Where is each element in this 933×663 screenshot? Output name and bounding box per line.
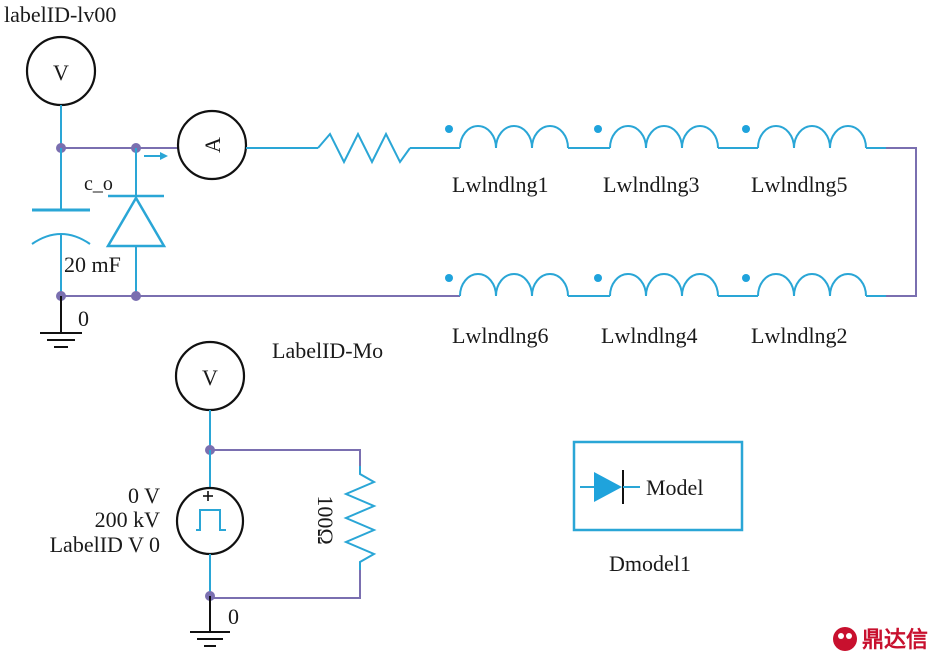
- winding-bottom-2[interactable]: [742, 273, 867, 297]
- wire-right-return: [886, 147, 917, 297]
- diode-label: c_o: [84, 173, 113, 195]
- source-label: LabelID V 0: [50, 532, 160, 557]
- wire-res-bottom: [210, 570, 361, 599]
- winding-label-5: Lwlndlng5: [751, 172, 848, 197]
- ground-icon-top: [40, 296, 82, 348]
- voltmeter-bottom-symbol: V: [202, 365, 218, 390]
- capacitor-value: 20 mF: [64, 252, 121, 277]
- source-value-2: 200 kV: [95, 507, 161, 532]
- winding-label-3: Lwlndlng3: [603, 172, 700, 197]
- current-arrow-icon: [144, 152, 168, 160]
- ground-icon-bottom: [190, 596, 230, 647]
- logo-icon: [833, 627, 857, 651]
- ammeter-symbol: A: [200, 137, 225, 153]
- diode-model-icon: [594, 472, 622, 502]
- watermark: 鼎达信: [833, 627, 928, 653]
- resistor-value: 100Ω: [313, 495, 338, 544]
- ground-label-bottom: 0: [228, 604, 239, 629]
- winding-top-1[interactable]: [445, 125, 569, 149]
- winding-label-2: Lwlndlng2: [751, 323, 848, 348]
- resistor-top[interactable]: [317, 131, 411, 165]
- source-value-1: 0 V: [128, 483, 160, 508]
- model-name: Dmodel1: [609, 551, 691, 576]
- voltmeter-bottom[interactable]: V: [174, 340, 246, 412]
- resistor-100[interactable]: [343, 466, 377, 570]
- winding-top-5[interactable]: [742, 125, 867, 149]
- ammeter[interactable]: A: [176, 109, 248, 181]
- voltmeter-top-symbol: V: [53, 60, 69, 85]
- probe-label-bottom: LabelID-Mo: [272, 338, 383, 363]
- wire-res-top: [210, 449, 361, 466]
- winding-bottom-4[interactable]: [594, 273, 719, 297]
- diode-model-block[interactable]: Model: [572, 440, 744, 532]
- winding-label-4: Lwlndlng4: [601, 323, 698, 348]
- model-text: Model: [646, 475, 703, 500]
- winding-top-3[interactable]: [594, 125, 719, 149]
- node-bl2: [131, 291, 141, 301]
- winding-label-6: Lwlndlng6: [452, 323, 549, 348]
- ground-label-top: 0: [78, 306, 89, 331]
- probe-label-top: labelID-lv00: [4, 2, 116, 27]
- winding-label-1: Lwlndlng1: [452, 172, 549, 197]
- voltmeter-top[interactable]: V: [25, 35, 97, 107]
- watermark-text: 鼎达信: [862, 627, 928, 653]
- pulse-source[interactable]: [175, 486, 245, 556]
- diode-icon[interactable]: [105, 194, 167, 248]
- winding-bottom-6[interactable]: [445, 273, 569, 297]
